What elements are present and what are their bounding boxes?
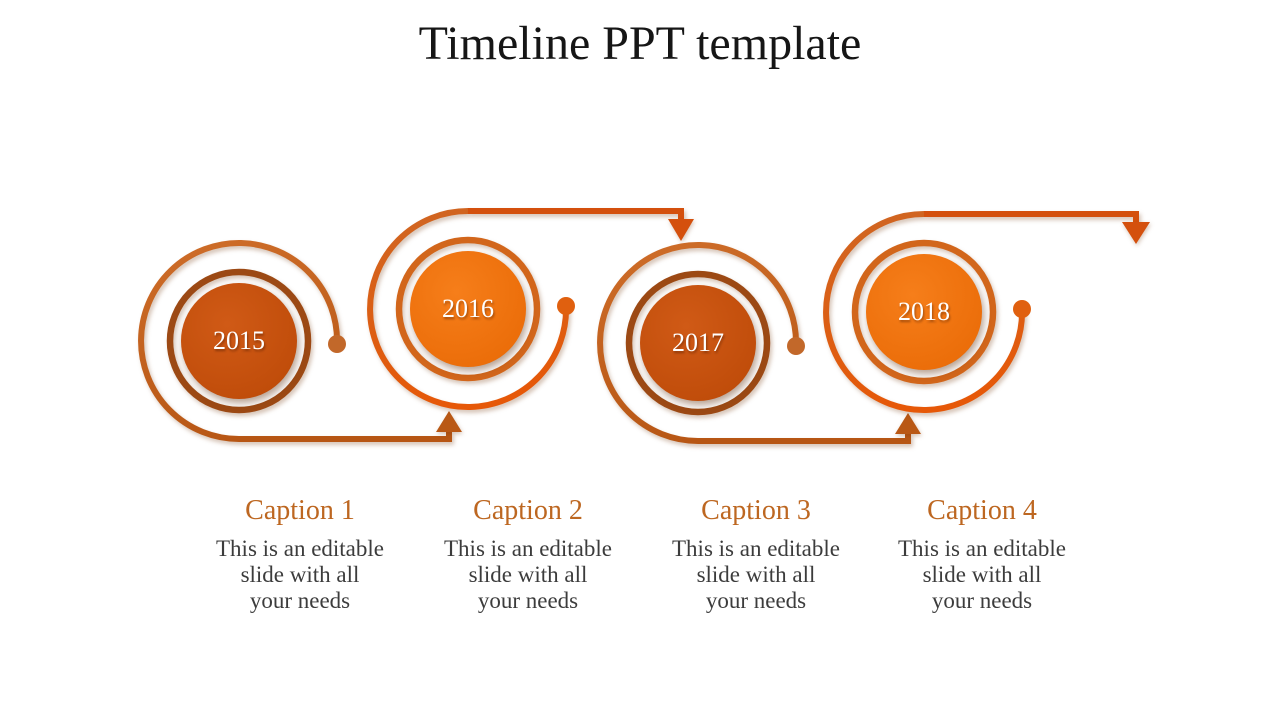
spiral-dot-2018	[1013, 300, 1031, 318]
spiral-2016	[367, 208, 570, 410]
caption-text-line: your needs	[931, 588, 1033, 613]
caption-title: Caption 3	[701, 495, 811, 526]
spiral-2018	[823, 211, 1026, 413]
caption-text-line: This is an editable	[898, 536, 1066, 561]
node-ring-2018	[851, 239, 997, 385]
up-arrow-icon	[436, 411, 462, 432]
caption-text-line: This is an editable	[216, 536, 384, 561]
caption-text-line: This is an editable	[444, 536, 612, 561]
node-ring-2015	[166, 268, 312, 414]
caption-block-2: Caption 2 This is an editable slide with…	[418, 496, 638, 614]
node-ring-2016	[395, 236, 541, 382]
caption-text-line: This is an editable	[672, 536, 840, 561]
timeline-node-2015	[138, 240, 462, 442]
caption-text-line: slide with all	[922, 562, 1042, 587]
year-label-2018: 2018	[898, 297, 950, 326]
caption-block-1: Caption 1 This is an editable slide with…	[190, 496, 410, 614]
down-arrow-icon	[1122, 222, 1150, 244]
caption-title: Caption 2	[473, 495, 583, 526]
node-ring-2017	[625, 270, 771, 416]
spiral-dot-2016	[557, 297, 575, 315]
node-circle-2017	[640, 285, 756, 401]
year-label-2015: 2015	[213, 326, 265, 355]
connector-2018-end	[924, 211, 1139, 224]
up-arrow-icon	[895, 413, 921, 434]
caption-text-line: your needs	[705, 588, 807, 613]
spiral-dot-2015	[328, 335, 346, 353]
year-label-2017: 2017	[672, 328, 724, 357]
node-circle-2018	[866, 254, 982, 370]
down-arrow-icon	[668, 219, 694, 241]
slide-title: Timeline PPT template	[418, 17, 862, 70]
timeline-node-2018	[823, 211, 1150, 413]
caption-title: Caption 4	[927, 495, 1037, 526]
spiral-dot-2017	[787, 337, 805, 355]
connector-2016-2017	[468, 208, 684, 220]
caption-text-line: slide with all	[468, 562, 588, 587]
node-circle-2016	[410, 251, 526, 367]
caption-block-4: Caption 4 This is an editable slide with…	[872, 496, 1092, 614]
caption-text-line: your needs	[477, 588, 579, 613]
caption-text-line: slide with all	[696, 562, 816, 587]
year-label-2016: 2016	[442, 294, 494, 323]
caption-text-line: your needs	[249, 588, 351, 613]
spiral-connector-2017	[597, 242, 911, 444]
timeline-node-2017	[597, 242, 921, 444]
node-circle-2015	[181, 283, 297, 399]
timeline-node-2016	[367, 208, 694, 410]
caption-title: Caption 1	[245, 495, 355, 526]
spiral-connector-2015	[138, 240, 452, 442]
caption-block-3: Caption 3 This is an editable slide with…	[646, 496, 866, 614]
caption-text-line: slide with all	[240, 562, 360, 587]
